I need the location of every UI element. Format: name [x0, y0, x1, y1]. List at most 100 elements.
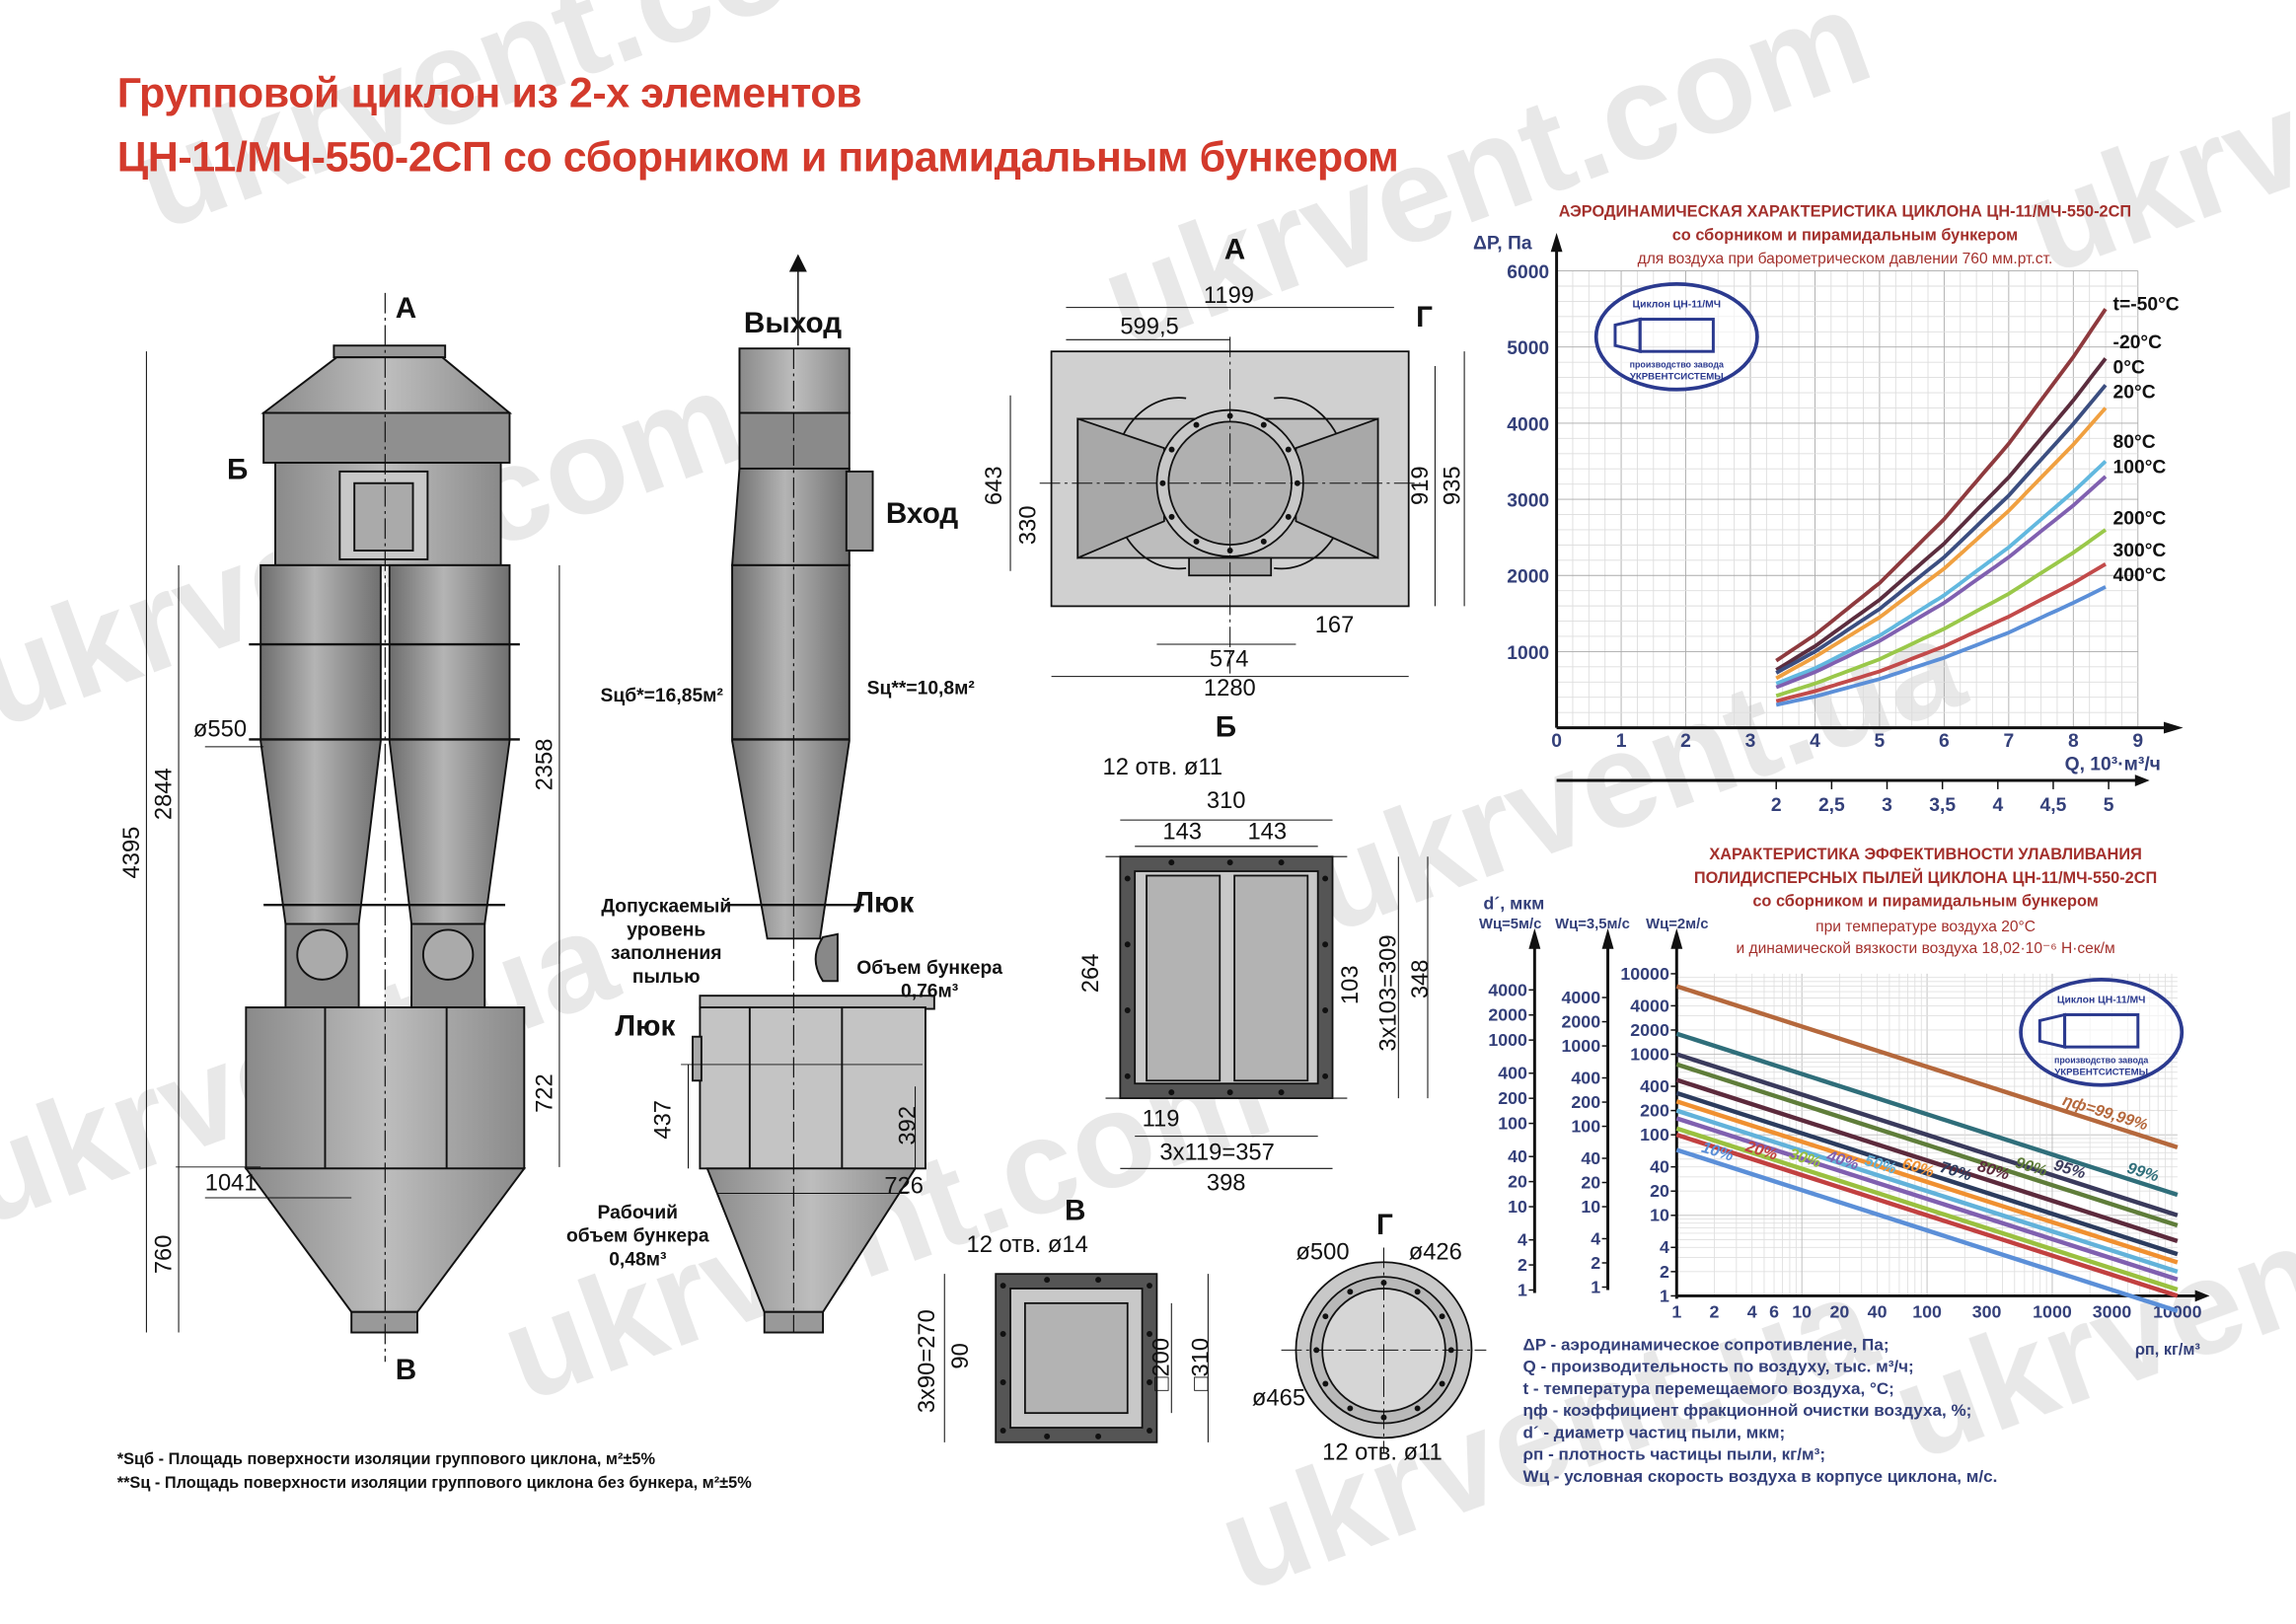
chart2-y-tick: 200: [1498, 1088, 1527, 1108]
chart1-x-tick: 3: [1745, 731, 1756, 752]
chart2-y-tick: 2: [1660, 1262, 1669, 1282]
bolt-hole-icon: [1124, 1072, 1131, 1079]
inlet-label: Вход: [885, 497, 959, 531]
chart2-y-tick: 10: [1650, 1206, 1669, 1225]
title-line-2: ЦН-11/МЧ-550-2СП со сборником и пирамида…: [116, 134, 1399, 183]
chart1-series-line: [1775, 585, 2107, 707]
chart2-x-tick: 10: [1792, 1302, 1812, 1322]
stamp-bottom-text: УКРВЕНТСИСТЕМЫ: [1630, 371, 1724, 382]
chart1-secondary-tick: 4,5: [2040, 795, 2067, 816]
chart2-y-tick: 40: [1650, 1157, 1669, 1177]
bolt-hole-icon: [1147, 1283, 1152, 1290]
chart2-y-tick: 1: [1591, 1277, 1600, 1296]
bolt-hole-icon: [1414, 1289, 1421, 1295]
chart1-series-label: t=-50°C: [2113, 295, 2180, 316]
work-volume-label: Рабочий объем бункера 0,48м³: [554, 1201, 722, 1271]
arrow-right-icon: [2163, 721, 2184, 734]
chart1-subtitle2: для воздуха при барометрическом давлении…: [1637, 250, 2053, 268]
chart2-y-tick: 1: [1518, 1280, 1527, 1299]
note-d: d´ - диаметр частиц пыли, мкм;: [1522, 1425, 1786, 1442]
holes-v: 12 отв. ø14: [966, 1232, 1088, 1258]
bolt-hole-icon: [1439, 1380, 1445, 1387]
chart1-series-label: -20°C: [2113, 332, 2163, 353]
dim-599-5: 599,5: [1120, 315, 1179, 340]
bolt-hole-icon: [1168, 513, 1175, 520]
chart2-x-tick: 3000: [2093, 1302, 2132, 1322]
work-volume-line: 0,48м³: [609, 1247, 667, 1270]
arrow-up-icon: [1528, 927, 1541, 949]
chart2-y-tick: 40: [1581, 1148, 1600, 1168]
bolt-hole-icon: [1260, 538, 1267, 545]
bolt-hole-icon: [1278, 859, 1285, 866]
dim-diameter: ø550: [192, 717, 248, 743]
bunker-volume-label: Объем бункера 0,76м³: [856, 956, 1002, 1002]
dim-167: 167: [1314, 613, 1355, 639]
chart2-y-tick: 10000: [1620, 964, 1669, 984]
bolt-hole-icon: [1322, 941, 1329, 948]
chart1-series-line: [1775, 475, 2108, 690]
dim-d500: ø500: [1296, 1240, 1350, 1266]
chart1-series-label: 400°C: [2113, 565, 2167, 586]
bolt-hole-icon: [1168, 859, 1175, 866]
bolt-hole-icon: [1147, 1427, 1152, 1434]
chart2-y-tick: 100: [1640, 1125, 1669, 1144]
note-eta: ηф - коэффициент фракционной очистки воз…: [1522, 1402, 1972, 1421]
dim-d426: ø426: [1408, 1240, 1462, 1266]
hatch-label-side: Люк: [615, 1010, 676, 1043]
bolt-hole-icon: [1159, 480, 1166, 486]
bunker-volume-line: 0,76м³: [900, 979, 959, 1002]
chart2-y-tick: 1: [1660, 1286, 1669, 1305]
bolt-hole-icon: [1193, 421, 1200, 428]
bolt-hole-icon: [1347, 1405, 1354, 1412]
view-g-title: Г: [1376, 1209, 1393, 1242]
bolt-hole-icon: [1124, 941, 1131, 948]
chart1-x-tick: 9: [2132, 731, 2143, 752]
insulation-area-no-bunker: Sц**=10,8м²: [866, 676, 975, 699]
chart2-series-line: [1675, 1126, 2179, 1292]
arrow-right-icon: [2134, 775, 2150, 786]
chart1-secondary-tick: 3,5: [1929, 795, 1956, 816]
bolt-hole-icon: [1168, 446, 1175, 453]
bolt-hole-icon: [1285, 513, 1292, 520]
chart2-ylabel: d´, мкм: [1483, 893, 1545, 915]
dim-398: 398: [1206, 1171, 1246, 1197]
chart2-series-line: [1675, 1077, 2179, 1243]
chart2-y-tick: 400: [1498, 1064, 1527, 1083]
chart1-series-line: [1775, 308, 2108, 663]
chart2-y-tick: 4: [1660, 1237, 1669, 1257]
chart2-y-tick: 1000: [1562, 1036, 1601, 1056]
dim-1199: 1199: [1203, 283, 1254, 310]
arrow-up-icon: [1670, 927, 1683, 949]
section-marker-v: В: [395, 1354, 417, 1387]
chart2-series-line: [1675, 1108, 2179, 1274]
fill-level-line: Допускаемый: [601, 894, 732, 918]
chart2-y-tick: 10: [1508, 1197, 1527, 1217]
chart2-y-tick: 1000: [1488, 1030, 1527, 1050]
bolt-hole-icon: [1447, 1347, 1454, 1354]
chart2-series-line: [1675, 1147, 2179, 1313]
chart1-y-tick: 3000: [1507, 490, 1549, 511]
chart2-series-line: [1675, 1090, 2179, 1257]
chart1-secondary-tick: 3: [1882, 795, 1892, 816]
chart2-y-tick: 20: [1581, 1172, 1600, 1192]
bolt-hole-icon: [1226, 412, 1233, 419]
chart1-series-line: [1775, 460, 2108, 686]
dim-143-left: 143: [1162, 820, 1203, 846]
fill-level-line: пылью: [631, 965, 701, 988]
view-a-title: А: [1223, 234, 1246, 267]
chart1-series-line: [1775, 357, 2108, 672]
chart1-secondary-tick: 2: [1771, 795, 1782, 816]
chart1-y-tick: 6000: [1507, 262, 1549, 283]
holes-g: 12 отв. ø11: [1322, 1440, 1443, 1466]
section-marker-b: Б: [227, 454, 249, 486]
chart2-x-tick: 1000: [2033, 1302, 2072, 1322]
note-rho: ρп - плотность частицы пыли, кг/м³;: [1522, 1446, 1826, 1465]
chart2-y-tick: 100: [1498, 1114, 1527, 1134]
chart2-y-tick: 400: [1640, 1076, 1669, 1096]
hatch-label-top: Люк: [853, 887, 915, 921]
bolt-hole-icon: [1147, 1379, 1152, 1385]
insulation-area-total: Sцб*=16,85м²: [600, 684, 723, 706]
chart2-x-tick: 1: [1671, 1302, 1681, 1322]
